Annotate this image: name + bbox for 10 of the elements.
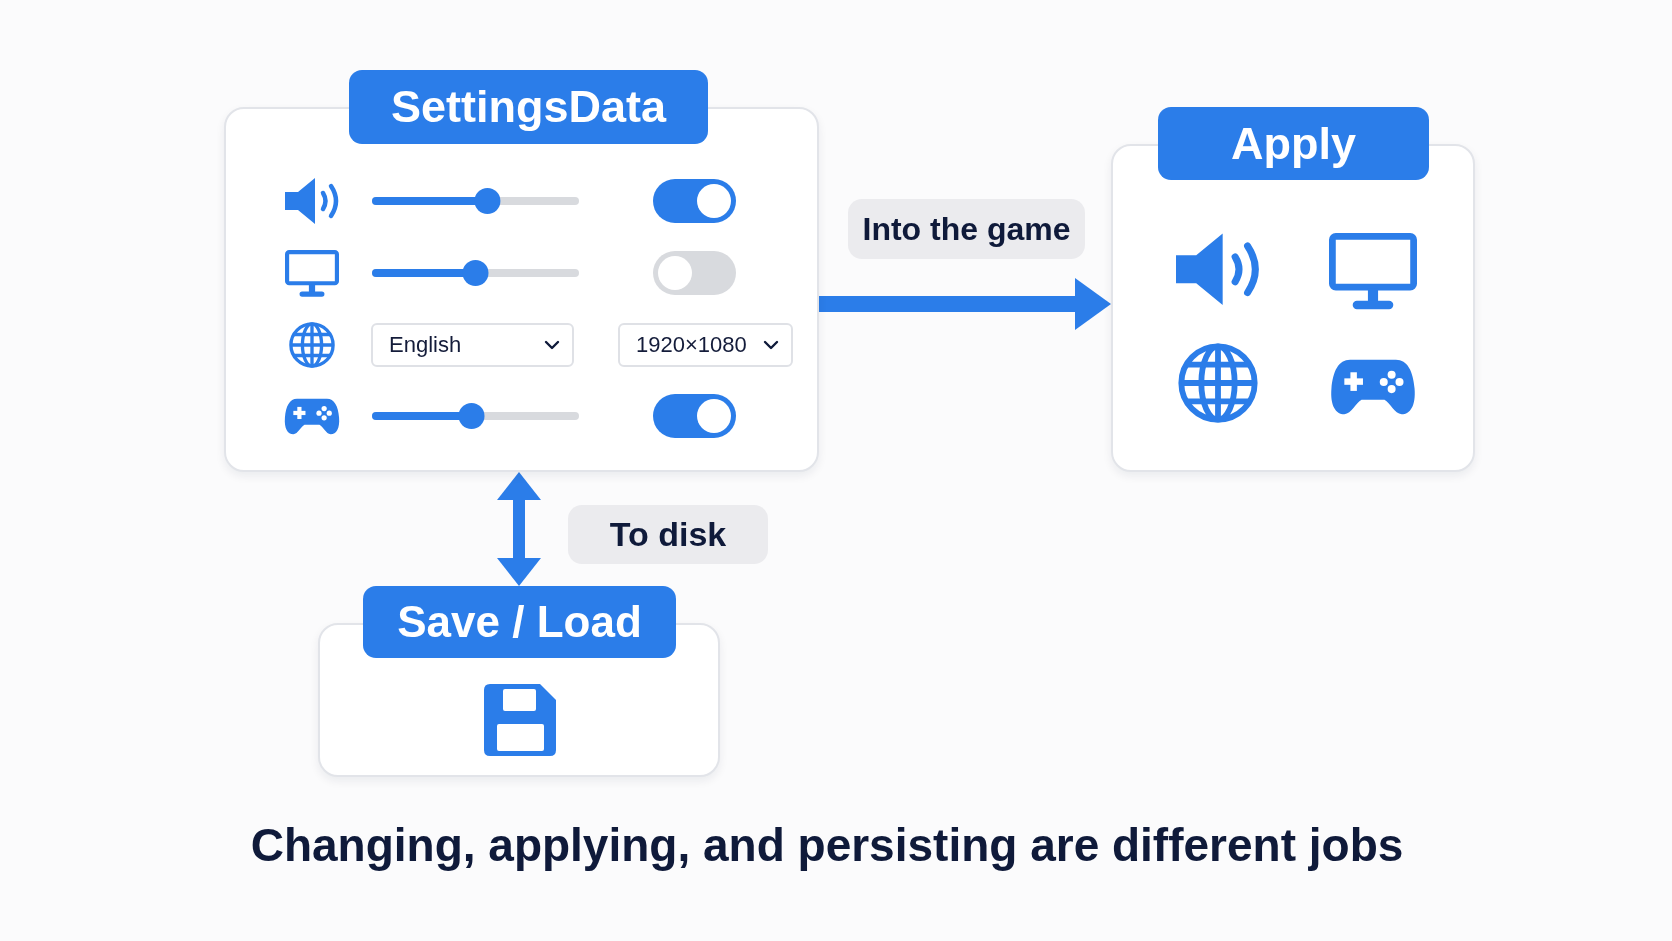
panel-title: Apply	[1158, 107, 1429, 180]
dropdown-select: English	[371, 323, 574, 367]
edge-label: Into the game	[848, 199, 1085, 259]
arrow	[819, 278, 1111, 330]
panel-title: SettingsData	[349, 70, 708, 144]
edge-label: To disk	[568, 505, 768, 564]
panel-title: Save / Load	[363, 586, 676, 658]
double-arrow	[497, 472, 541, 586]
dropdown-select: 1920×1080	[618, 323, 793, 367]
caption: Changing, applying, and persisting are different jobs	[250, 818, 1404, 872]
